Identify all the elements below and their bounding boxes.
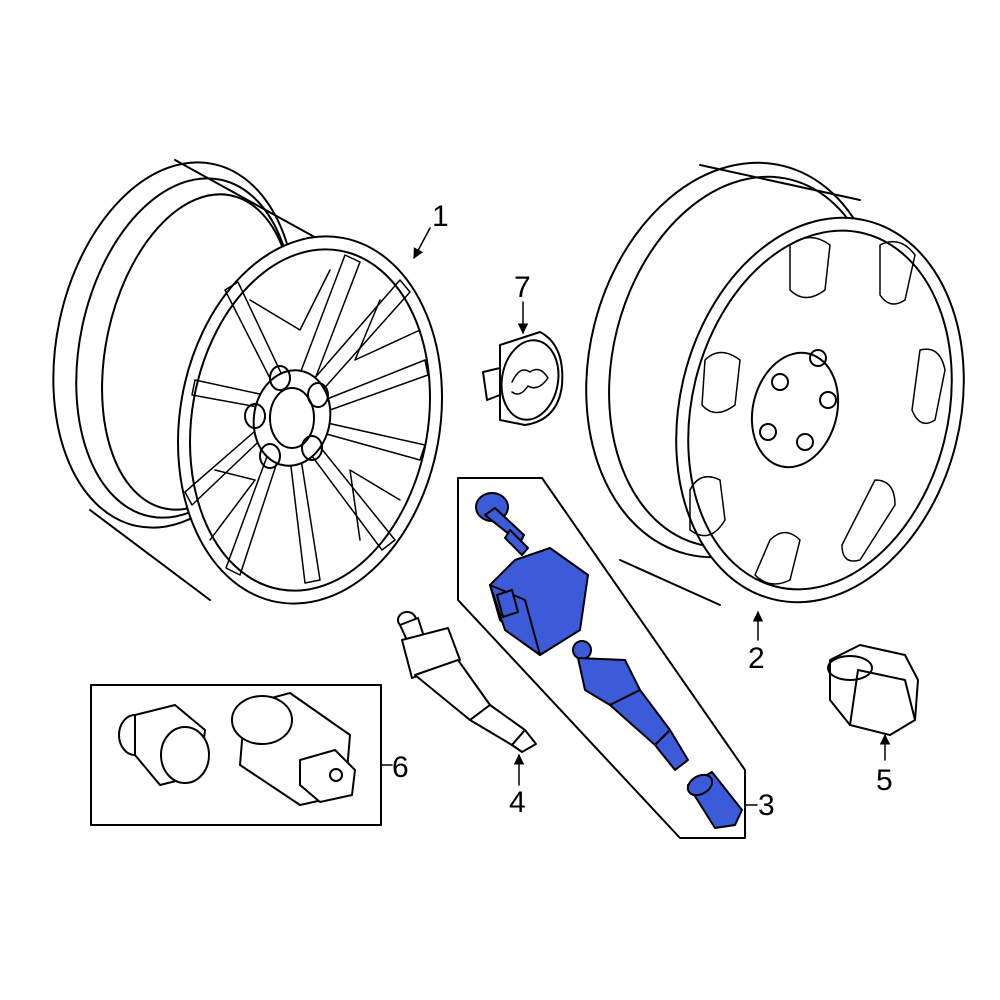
leader-lines (381, 227, 891, 806)
center-cap[interactable] (482, 331, 565, 426)
spare-wheel[interactable] (546, 131, 1000, 633)
tpms-valve-cap[interactable] (684, 771, 743, 829)
callout-1: 1 (432, 200, 449, 233)
lug-nut[interactable] (827, 644, 919, 736)
tpms-sensor[interactable] (489, 547, 589, 656)
tpms-valve-stem[interactable] (572, 640, 689, 771)
callout-6: 6 (392, 751, 409, 784)
valve-stem[interactable] (397, 611, 537, 753)
callout-5: 5 (876, 764, 893, 797)
tpms-screw[interactable] (475, 492, 529, 556)
callout-2: 2 (748, 642, 765, 675)
callout-labels: 1 2 3 4 5 6 7 (392, 200, 893, 822)
callout-3: 3 (758, 789, 775, 822)
callout-7: 7 (514, 271, 531, 304)
alloy-wheel[interactable] (21, 140, 470, 625)
callout-4: 4 (509, 786, 526, 819)
tpms-kit-box (457, 477, 746, 839)
wheel-lock-kit[interactable] (90, 684, 382, 826)
